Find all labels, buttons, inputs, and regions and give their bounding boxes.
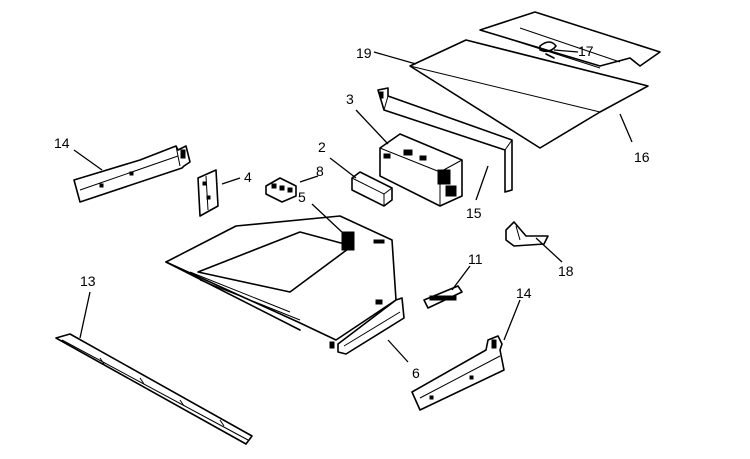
side-bracket-right: [411, 335, 505, 411]
rear-bracket-rail: [377, 87, 513, 193]
callout-13: 13: [80, 273, 96, 289]
leader-lines: [73, 49, 633, 363]
callout-11: 11: [468, 251, 483, 267]
front-rail: [337, 297, 405, 355]
main-bottom-tray: [165, 215, 397, 349]
callout-3: 3: [346, 91, 354, 107]
callout-6: 6: [412, 365, 420, 381]
front-trim-strip: [55, 333, 253, 445]
callout-14-left: 14: [54, 135, 70, 151]
bracket-part-4: [197, 169, 219, 217]
strip-part-11: [423, 285, 463, 309]
callout-2: 2: [318, 139, 326, 155]
callout-labels: 19 17 16 3 2 8 4 14 5 15 11 18 13 14 6: [54, 43, 650, 381]
control-module: [379, 133, 463, 207]
callout-14-right: 14: [516, 285, 532, 301]
callout-5: 5: [298, 189, 306, 205]
clip-part-17: [539, 41, 557, 59]
top-cover-panel: [409, 11, 661, 149]
connector-part-8: [265, 177, 297, 203]
callout-16: 16: [634, 149, 650, 165]
callout-8: 8: [316, 163, 324, 179]
callout-15: 15: [466, 205, 482, 221]
callout-4: 4: [244, 169, 252, 185]
side-bracket-left: [73, 145, 191, 203]
callout-18: 19: [356, 45, 372, 61]
callout-19: 18: [558, 263, 574, 279]
callout-17: 17: [578, 43, 594, 59]
block-part-2: [351, 171, 393, 207]
